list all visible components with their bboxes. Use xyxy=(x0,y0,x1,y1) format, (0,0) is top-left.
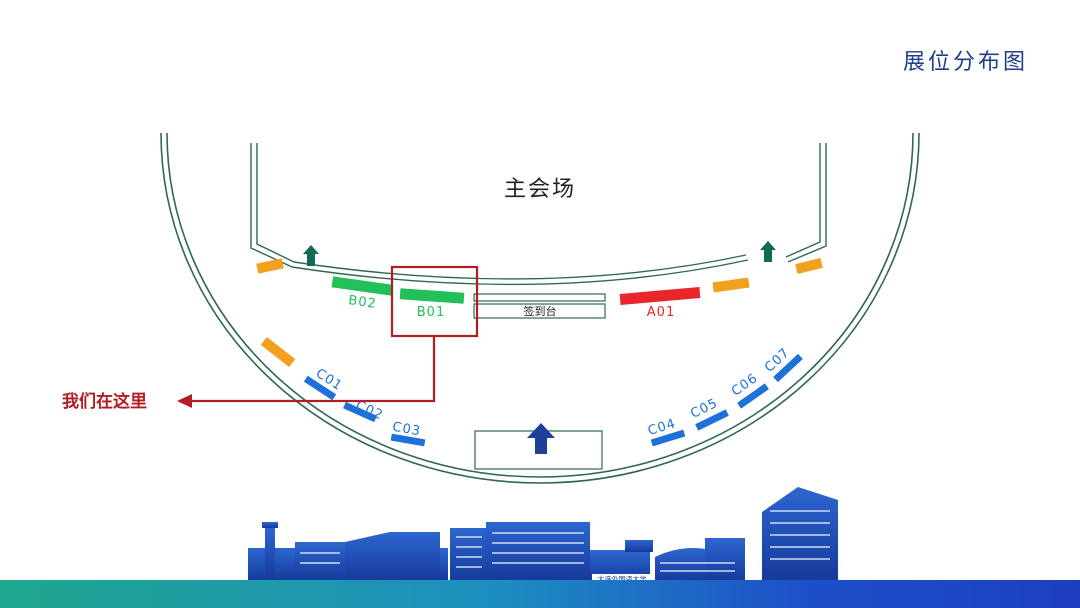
main-hall-walls xyxy=(250,143,827,286)
location-pointer-line xyxy=(188,337,436,403)
hall-outline xyxy=(160,132,920,484)
booth-label-b01: B01 xyxy=(417,305,445,320)
logo-text: 大连外国语大学 xyxy=(598,575,647,584)
booth-c03[interactable] xyxy=(390,433,426,447)
booth-c06[interactable] xyxy=(737,383,769,409)
you-are-here-label: 我们在这里 xyxy=(62,391,147,412)
arrow-left-icon xyxy=(177,394,192,408)
booth-b01[interactable] xyxy=(399,288,465,304)
arrow-up-icon xyxy=(303,245,319,266)
registration-desk-label: 签到台 xyxy=(524,304,557,318)
main-hall-label: 主会场 xyxy=(504,177,576,202)
booth-c05[interactable] xyxy=(695,409,729,431)
orange-booth[interactable] xyxy=(260,336,296,368)
orange-booth[interactable] xyxy=(795,258,823,274)
orange-booths xyxy=(256,258,823,368)
orange-booth[interactable] xyxy=(712,277,750,293)
arrow-up-icon xyxy=(760,241,776,262)
page-title: 展位分布图 xyxy=(902,50,1028,75)
campus-skyline xyxy=(248,487,838,582)
registration-desk xyxy=(473,293,606,319)
booth-c02[interactable] xyxy=(343,401,377,423)
orange-booth[interactable] xyxy=(256,258,284,274)
bottom-bar xyxy=(0,580,1080,608)
logo-plate xyxy=(592,574,652,583)
booth-a01[interactable] xyxy=(619,287,701,305)
booth-label-a01: A01 xyxy=(647,305,675,320)
booth-label-c03: C03 xyxy=(391,420,422,440)
booth-label-b02: B02 xyxy=(347,293,377,312)
booth-c01[interactable] xyxy=(303,375,337,401)
booth-c07[interactable] xyxy=(773,353,803,383)
booth-b02[interactable] xyxy=(331,276,393,296)
booth-c04[interactable] xyxy=(650,429,686,447)
arrow-up-icon xyxy=(527,423,555,454)
current-location-highlight xyxy=(390,265,479,338)
skyline-windows xyxy=(300,510,830,572)
